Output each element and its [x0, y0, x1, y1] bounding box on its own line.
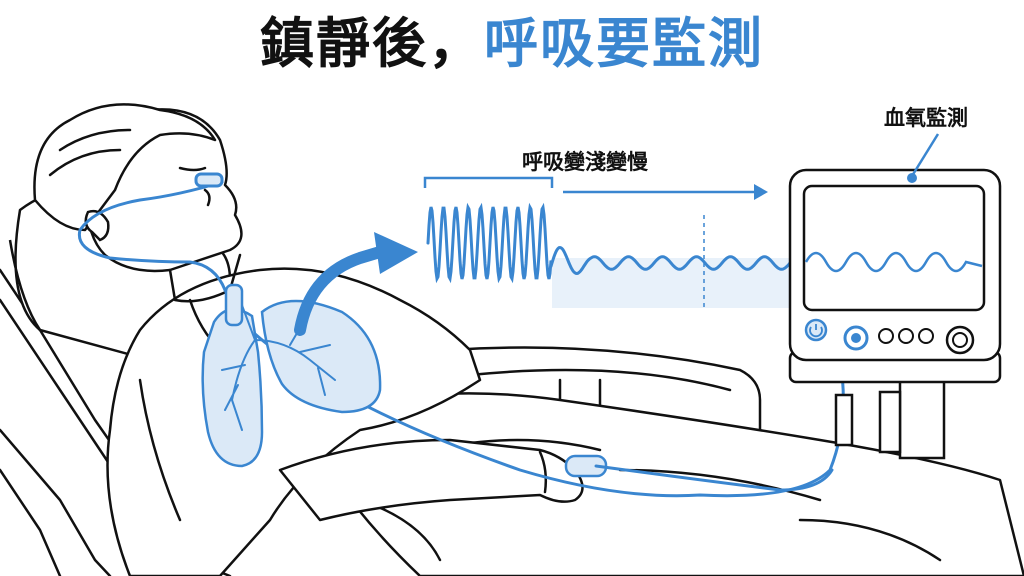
- breathing-change-label: 呼吸變淺變慢: [522, 150, 648, 174]
- monitor-button: [898, 328, 914, 344]
- screen-waveform: [804, 251, 983, 273]
- trend-arrow-head: [754, 184, 768, 200]
- curved-arrow-icon: [294, 232, 418, 336]
- oxygen-monitoring-label: 血氧監測: [884, 106, 968, 130]
- breathing-waveform: [423, 176, 802, 310]
- title-part-monitor-breathing: 呼吸要監測: [484, 12, 764, 75]
- shallow-breathing-zone: [552, 258, 802, 308]
- patient-body: [106, 267, 482, 576]
- bedside-monitor: [788, 168, 1002, 460]
- respiration-wave: [426, 202, 802, 284]
- trachea: [224, 283, 244, 327]
- title-part-sedation: 鎮靜後，: [260, 12, 484, 75]
- monitor-button: [878, 328, 894, 344]
- lungs: [201, 299, 382, 468]
- monitor-button: [918, 328, 934, 344]
- monitor-screen: [802, 184, 986, 312]
- normal-breathing-bracket: [423, 176, 554, 188]
- page-title: 鎮靜後，呼吸要監測: [0, 8, 1024, 80]
- spo2-pointer: [907, 133, 940, 183]
